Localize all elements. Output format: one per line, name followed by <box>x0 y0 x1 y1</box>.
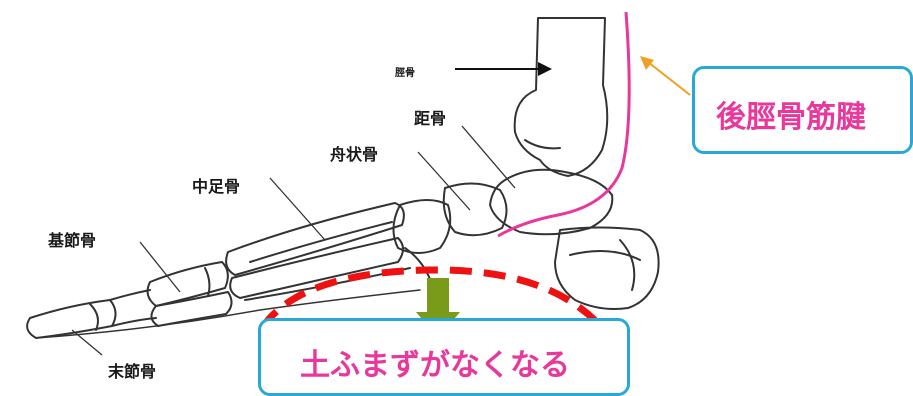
calcaneus-bone <box>554 226 660 310</box>
label-tibia: 脛骨 <box>395 68 415 79</box>
arch-callout-box <box>258 318 630 396</box>
label-navicular: 舟状骨 <box>330 145 379 164</box>
label-metatarsal: 中足骨 <box>192 177 241 196</box>
arch-callout-text: 土ふまずがなくなる <box>300 348 570 383</box>
tendon-callout-text: 後脛骨筋腱 <box>716 100 866 135</box>
tibia-bone <box>513 17 609 177</box>
tendon-line <box>497 11 631 238</box>
label-distal-phalanx: 末節骨 <box>108 362 157 381</box>
tibia-pointer-arrow <box>455 62 552 76</box>
label-proximal-phalanx: 基節骨 <box>48 231 97 250</box>
label-talus: 距骨 <box>414 109 447 128</box>
arch-curve <box>259 266 615 343</box>
tendon-callout-box <box>692 66 913 154</box>
tendon-pointer-arrow <box>640 56 691 96</box>
proximal-phalanx-bones <box>146 261 229 307</box>
metatarsal-bones <box>225 202 405 276</box>
navicular-bone <box>442 182 508 237</box>
